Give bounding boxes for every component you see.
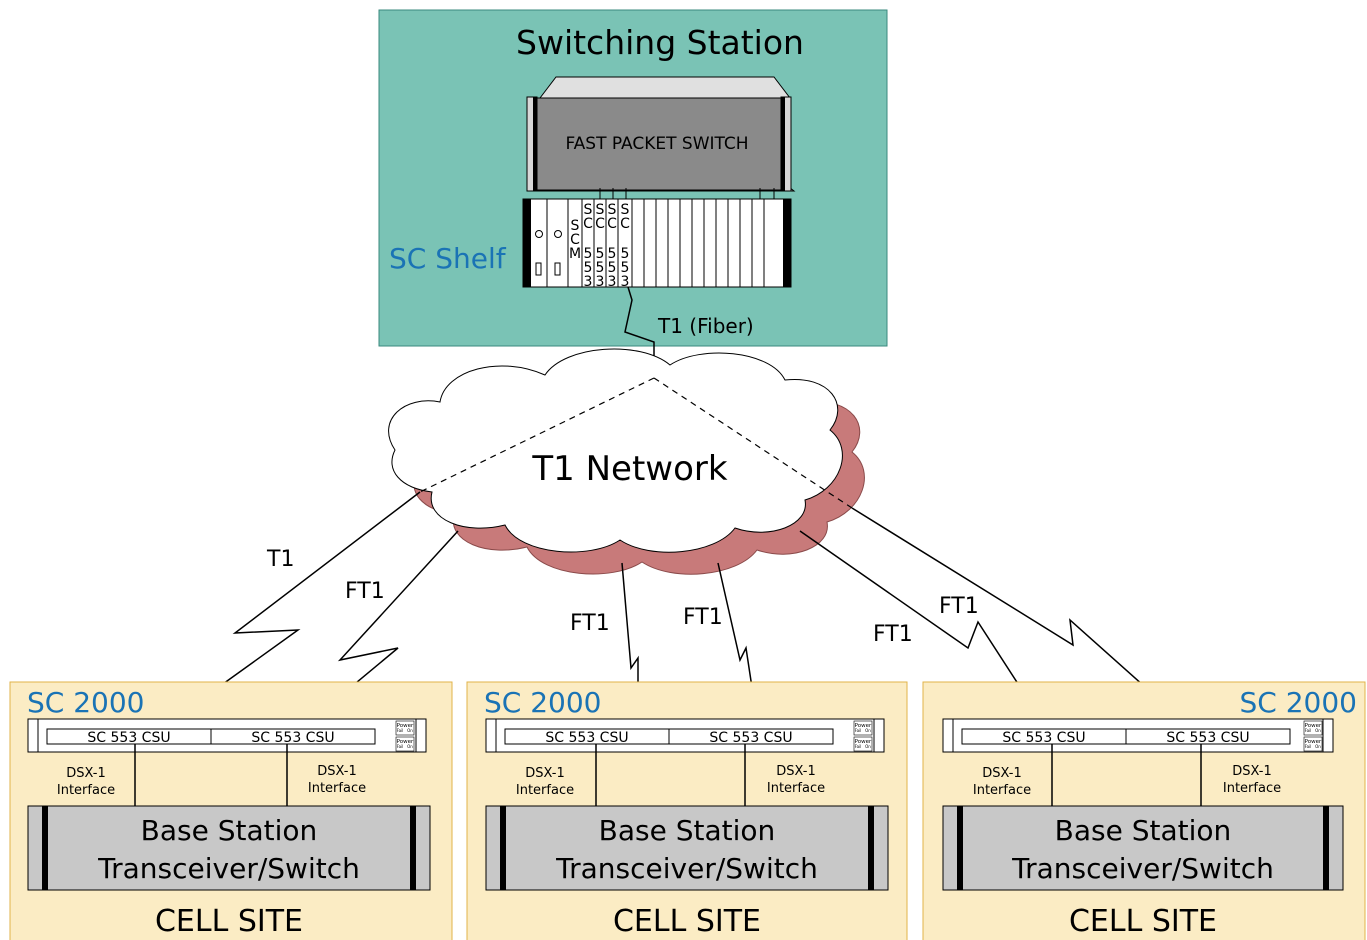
svg-text:On: On [1315,744,1321,749]
bts-label-line1: Base Station [1055,814,1232,847]
card-letter: C [607,216,617,232]
dsx-label: DSX-1 [776,764,815,779]
dsx-label: Interface [57,783,115,798]
site-brand-label: SC 2000 [27,686,144,719]
power-module: Power Fail On Power Fail On [853,720,873,752]
ft1-link-label: FT1 [683,605,723,630]
card-letter: 5 [584,260,593,276]
bts-label-line1: Base Station [141,814,318,847]
svg-text:On: On [407,744,413,749]
csu-label: SC 553 CSU [545,730,628,746]
card-letter: 5 [608,246,617,262]
ft1-link-label: FT1 [570,611,610,636]
ft1-link-label: FT1 [345,579,385,604]
dsx-label: DSX-1 [66,766,105,781]
t1-network-cloud [388,348,865,575]
fast-packet-switch-label: FAST PACKET SWITCH [565,134,748,154]
ft1-link-label: FT1 [939,594,979,619]
dsx-label: Interface [516,783,574,798]
card-letter: 5 [596,246,605,262]
svg-text:Fail: Fail [1305,744,1312,749]
card-letter: 5 [596,260,605,276]
sc-shelf-label: SC Shelf [389,242,507,275]
ft1-link-site3-a [799,530,1047,728]
csu-label: SC 553 CSU [709,730,792,746]
dsx-label: DSX-1 [1232,764,1271,779]
t1-link-label: T1 [266,547,294,572]
fiber-link [624,286,655,378]
svg-text:Power: Power [855,723,872,729]
csu-label: SC 553 CSU [251,730,334,746]
svg-text:Power: Power [1305,739,1322,745]
svg-text:Power: Power [397,739,414,745]
card-letter: 3 [608,274,617,290]
svg-text:Fail: Fail [855,744,862,749]
ft1-link-label: FT1 [873,622,913,647]
svg-text:On: On [865,728,871,733]
dsx-label: Interface [973,783,1031,798]
power-module: Power Fail On Power Fail On [395,720,415,752]
t1-link-site1 [162,491,421,728]
card-letter: 5 [621,246,630,262]
svg-text:Fail: Fail [855,728,862,733]
svg-text:Fail: Fail [1305,728,1312,733]
svg-text:Fail: Fail [397,744,404,749]
cell-site-2: SC 2000 SC 553 CSU SC 553 CSU Power Fail… [466,681,908,940]
site-brand-label: SC 2000 [1240,686,1357,719]
csu-label: SC 553 CSU [87,730,170,746]
power-module: Power Fail On Power Fail On [1303,720,1323,752]
cell-site-1: SC 2000 SC 553 CSU SC 553 CSU Power Fail… [9,681,453,940]
ft1-link-site3-b [851,507,1191,728]
cell-site-label: CELL SITE [155,904,303,939]
bts-label-line2: Transceiver/Switch [555,852,818,885]
dsx-label: Interface [308,781,366,796]
dsx-label: DSX-1 [982,766,1021,781]
bts-label-line2: Transceiver/Switch [97,852,360,885]
svg-text:On: On [407,728,413,733]
svg-text:Fail: Fail [397,728,404,733]
dsx-label: DSX-1 [525,766,564,781]
site-brand-label: SC 2000 [484,686,601,719]
svg-text:On: On [865,744,871,749]
card-letter: S [584,202,593,218]
sc-shelf: S C M S C 5 5 3 S C 5 5 3 S C 5 5 3 S C … [522,188,792,290]
svg-text:Power: Power [1305,723,1322,729]
card-letter: S [608,202,617,218]
card-letter: C [620,216,630,232]
scm-letter: M [569,246,581,262]
bts-label-line2: Transceiver/Switch [1011,852,1274,885]
csu-label: SC 553 CSU [1002,730,1085,746]
fast-packet-switch: FAST PACKET SWITCH [526,76,796,192]
card-letter: S [596,202,605,218]
svg-text:Power: Power [397,723,414,729]
scm-letter: C [570,232,580,248]
card-letter: 3 [621,274,630,290]
svg-text:Power: Power [855,739,872,745]
dsx-label: Interface [767,781,825,796]
cell-site-3: SC 2000 SC 553 CSU SC 553 CSU Power Fail… [922,681,1366,940]
cell-site-label: CELL SITE [1069,904,1217,939]
cell-site-label: CELL SITE [613,904,761,939]
switching-station-title: Switching Station [516,23,804,62]
t1-network-label: T1 Network [531,449,727,489]
card-letter: S [621,202,630,218]
bts-label-line1: Base Station [599,814,776,847]
csu-label: SC 553 CSU [1166,730,1249,746]
dsx-label: Interface [1223,781,1281,796]
card-letter: 5 [621,260,630,276]
card-letter: C [583,216,593,232]
scm-letter: S [571,218,580,234]
card-letter: 3 [584,274,593,290]
card-letter: 5 [608,260,617,276]
svg-text:On: On [1315,728,1321,733]
card-letter: C [595,216,605,232]
fiber-link-label: T1 (Fiber) [657,314,754,338]
card-letter: 3 [596,274,605,290]
card-letter: 5 [584,246,593,262]
dsx-label: DSX-1 [317,764,356,779]
